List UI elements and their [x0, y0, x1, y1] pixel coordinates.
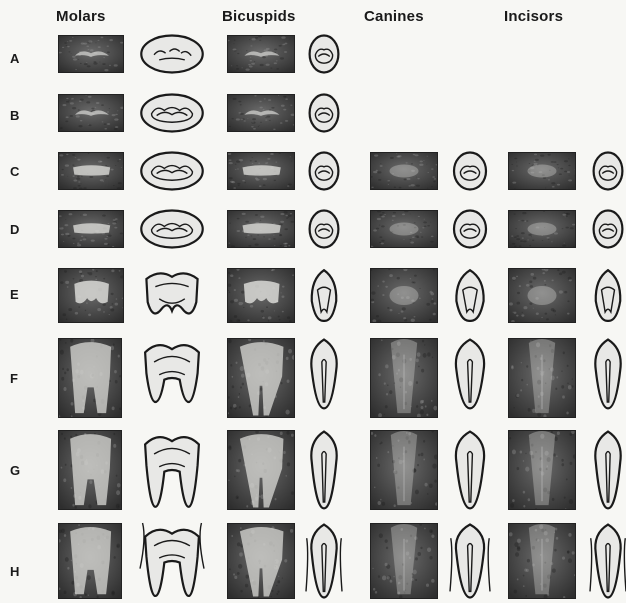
drawing-canines-row-d [450, 208, 490, 250]
xray-molars-row-b [58, 94, 124, 132]
xray-canines-row-e [370, 268, 438, 323]
xray-bicuspids-row-f [227, 338, 295, 418]
xray-bicuspids-row-a [227, 35, 295, 73]
drawing-bicuspids-row-f [306, 338, 342, 418]
column-header-incisors: Incisors [504, 8, 563, 25]
xray-canines-row-d [370, 210, 438, 248]
xray-bicuspids-row-g [227, 430, 295, 510]
drawing-molars-row-h [140, 523, 204, 599]
xray-molars-row-e [58, 268, 124, 323]
row-label-d: D [10, 222, 19, 237]
xray-bicuspids-row-d [227, 210, 295, 248]
drawing-molars-row-g [140, 430, 204, 510]
drawing-bicuspids-row-b [306, 92, 342, 134]
xray-molars-row-c [58, 152, 124, 190]
xray-incisors-row-c [508, 152, 576, 190]
drawing-incisors-row-h [590, 523, 626, 599]
xray-incisors-row-f [508, 338, 576, 418]
drawing-bicuspids-row-c [306, 150, 342, 192]
xray-incisors-row-h [508, 523, 576, 599]
row-label-f: F [10, 371, 18, 386]
column-header-molars: Molars [56, 8, 106, 25]
xray-molars-row-f [58, 338, 122, 418]
drawing-bicuspids-row-e [306, 268, 342, 323]
xray-incisors-row-e [508, 268, 576, 323]
drawing-molars-row-e [140, 268, 204, 323]
row-label-e: E [10, 287, 19, 302]
drawing-molars-row-c [140, 150, 204, 192]
xray-molars-row-d [58, 210, 124, 248]
drawing-bicuspids-row-g [306, 430, 342, 510]
xray-bicuspids-row-c [227, 152, 295, 190]
drawing-canines-row-h [450, 523, 490, 599]
xray-molars-row-a [58, 35, 124, 73]
row-label-b: B [10, 108, 19, 123]
drawing-molars-row-a [140, 33, 204, 75]
drawing-canines-row-e [450, 268, 490, 323]
drawing-molars-row-b [140, 92, 204, 134]
drawing-incisors-row-f [590, 338, 626, 418]
row-label-a: A [10, 51, 19, 66]
row-label-g: G [10, 463, 20, 478]
row-label-h: H [10, 564, 19, 579]
drawing-canines-row-f [450, 338, 490, 418]
xray-bicuspids-row-e [227, 268, 295, 323]
column-header-bicuspids: Bicuspids [222, 8, 295, 25]
drawing-incisors-row-g [590, 430, 626, 510]
drawing-bicuspids-row-h [306, 523, 342, 599]
xray-canines-row-h [370, 523, 438, 599]
xray-incisors-row-d [508, 210, 576, 248]
column-header-canines: Canines [364, 8, 424, 25]
drawing-incisors-row-e [590, 268, 626, 323]
drawing-incisors-row-d [590, 208, 626, 250]
drawing-bicuspids-row-d [306, 208, 342, 250]
drawing-incisors-row-c [590, 150, 626, 192]
row-label-c: C [10, 164, 19, 179]
xray-canines-row-f [370, 338, 438, 418]
drawing-canines-row-g [450, 430, 490, 510]
drawing-molars-row-d [140, 208, 204, 250]
xray-molars-row-g [58, 430, 122, 510]
xray-incisors-row-g [508, 430, 576, 510]
drawing-molars-row-f [140, 338, 204, 418]
xray-bicuspids-row-b [227, 94, 295, 132]
xray-canines-row-g [370, 430, 438, 510]
xray-canines-row-c [370, 152, 438, 190]
drawing-bicuspids-row-a [306, 33, 342, 75]
xray-bicuspids-row-h [227, 523, 295, 599]
drawing-canines-row-c [450, 150, 490, 192]
xray-molars-row-h [58, 523, 122, 599]
